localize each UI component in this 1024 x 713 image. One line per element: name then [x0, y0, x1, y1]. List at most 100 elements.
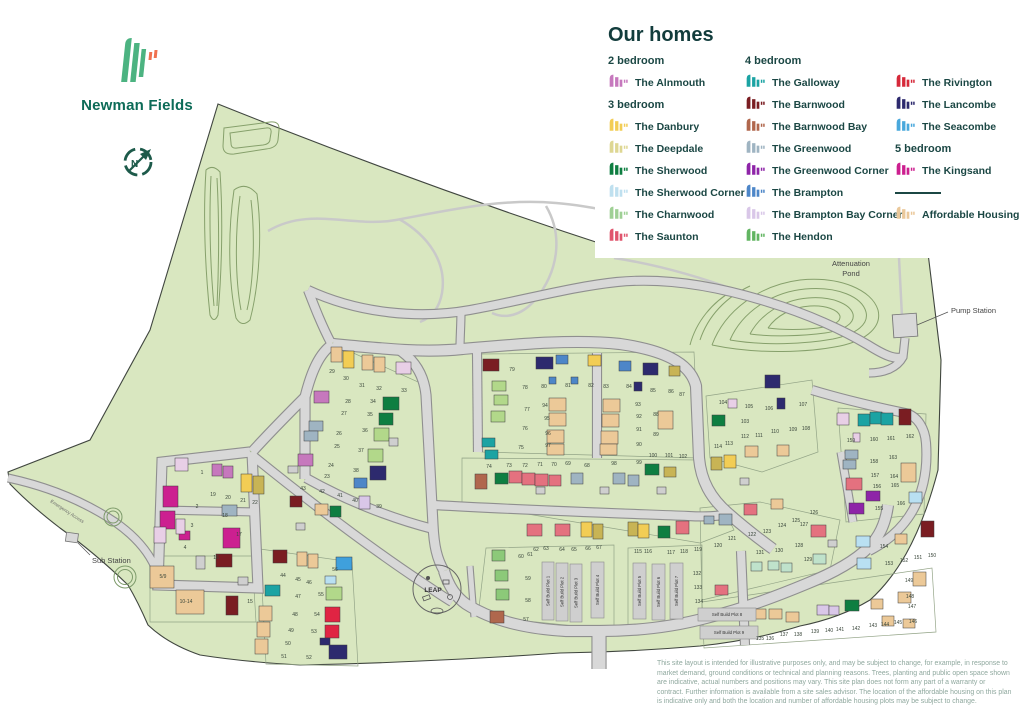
house[interactable]: [711, 414, 726, 427]
plot-number[interactable]: 97: [545, 443, 551, 449]
house[interactable]: [845, 477, 863, 491]
plot-number[interactable]: 65: [571, 547, 577, 553]
plot-number[interactable]: 148: [906, 594, 915, 600]
plot-number[interactable]: 87: [679, 392, 685, 398]
house[interactable]: [222, 527, 241, 549]
plot-number[interactable]: 157: [871, 473, 880, 479]
plot-number[interactable]: 29: [329, 369, 335, 375]
plot-number[interactable]: 130: [775, 548, 784, 554]
house[interactable]: [526, 523, 543, 537]
house[interactable]: [920, 520, 935, 538]
house[interactable]: [373, 356, 386, 373]
plot-number[interactable]: 160: [870, 437, 879, 443]
self-build-plot[interactable]: Self Build Plot 9: [699, 625, 759, 640]
plot-number[interactable]: 88: [653, 412, 659, 418]
house[interactable]: [328, 644, 348, 660]
house[interactable]: [816, 604, 830, 616]
plot-number[interactable]: 72: [522, 463, 528, 469]
house[interactable]: [325, 586, 343, 601]
house[interactable]: [767, 560, 780, 571]
house[interactable]: [367, 448, 384, 463]
house[interactable]: [710, 456, 723, 471]
plot-number[interactable]: 133: [694, 585, 703, 591]
plot-number[interactable]: 110: [771, 429, 779, 435]
house[interactable]: [159, 510, 176, 530]
plot-number[interactable]: 103: [741, 419, 750, 425]
house[interactable]: [612, 472, 626, 485]
plot-number[interactable]: 139: [811, 629, 820, 635]
house[interactable]: [902, 618, 916, 629]
plot-number[interactable]: 116: [644, 549, 652, 555]
house[interactable]: [900, 462, 917, 483]
plot-number[interactable]: 106: [765, 406, 774, 412]
house[interactable]: [324, 624, 340, 639]
house[interactable]: [222, 465, 234, 479]
house[interactable]: [844, 599, 860, 612]
house[interactable]: [764, 374, 781, 389]
plot-number[interactable]: 131: [756, 550, 765, 556]
house[interactable]: [373, 427, 390, 442]
plot-number[interactable]: 108: [802, 426, 811, 432]
plot-number[interactable]: 124: [778, 523, 787, 529]
houses-layer[interactable]: [149, 346, 935, 660]
house[interactable]: [618, 360, 632, 372]
plot-number[interactable]: 165: [891, 483, 900, 489]
self-build-plot[interactable]: Self Build Plot 1: [541, 561, 555, 621]
house[interactable]: [303, 430, 319, 442]
plot-number[interactable]: 86: [668, 389, 674, 395]
house[interactable]: [836, 412, 850, 426]
house[interactable]: [491, 549, 506, 562]
plot-number[interactable]: 162: [906, 434, 915, 440]
plot-number[interactable]: 55: [318, 592, 324, 598]
plot-number[interactable]: 83: [603, 384, 609, 390]
plot-number[interactable]: 26: [336, 431, 342, 437]
garage[interactable]: [295, 522, 306, 531]
house[interactable]: [880, 412, 894, 426]
plot-number[interactable]: 85: [650, 388, 656, 394]
plot-number[interactable]: 34: [370, 399, 376, 405]
plot-number[interactable]: 143: [869, 623, 878, 629]
house[interactable]: [289, 495, 303, 508]
plot-number[interactable]: 159: [847, 438, 856, 444]
house[interactable]: [637, 523, 650, 539]
plot-number[interactable]: 119: [694, 547, 702, 553]
plot-number[interactable]: 53: [311, 629, 317, 635]
house[interactable]: [548, 376, 557, 385]
plot-number[interactable]: 113: [725, 441, 733, 447]
house[interactable]: [175, 589, 205, 615]
house[interactable]: [668, 365, 681, 377]
house[interactable]: [335, 556, 353, 571]
plot-number[interactable]: 70: [551, 462, 557, 468]
plot-number[interactable]: 79: [509, 367, 515, 373]
plot-number[interactable]: 48: [292, 612, 298, 618]
house[interactable]: [714, 584, 729, 596]
plot-number[interactable]: 23: [324, 474, 330, 480]
house[interactable]: [855, 535, 871, 548]
house[interactable]: [599, 443, 618, 456]
plot-number[interactable]: 10-14: [180, 599, 193, 605]
plot-number[interactable]: 77: [524, 407, 530, 413]
plot-number[interactable]: 75: [518, 445, 524, 451]
garage[interactable]: [599, 486, 610, 495]
plot-number[interactable]: 54: [314, 612, 320, 618]
house[interactable]: [546, 429, 565, 444]
plot-number[interactable]: 66: [585, 546, 591, 552]
plot-number[interactable]: 25: [334, 444, 340, 450]
plot-number[interactable]: 43: [300, 486, 306, 492]
plot-number[interactable]: 164: [890, 474, 899, 480]
plot-number[interactable]: 104: [719, 400, 728, 406]
plot-number[interactable]: 32: [376, 386, 382, 392]
plot-number[interactable]: 145: [894, 620, 903, 626]
house[interactable]: [474, 473, 488, 490]
plot-number[interactable]: 91: [636, 427, 642, 433]
plot-number[interactable]: 81: [565, 383, 571, 389]
plot-number[interactable]: 80: [541, 384, 547, 390]
plot-number[interactable]: 136: [766, 636, 775, 642]
plot-number[interactable]: 138: [794, 632, 803, 638]
house[interactable]: [330, 346, 343, 363]
plot-number[interactable]: 57: [523, 617, 529, 623]
self-build-plot[interactable]: Self Build Plot 5: [632, 562, 647, 620]
house[interactable]: [307, 553, 319, 569]
garage[interactable]: [388, 437, 399, 447]
house[interactable]: [857, 413, 871, 427]
